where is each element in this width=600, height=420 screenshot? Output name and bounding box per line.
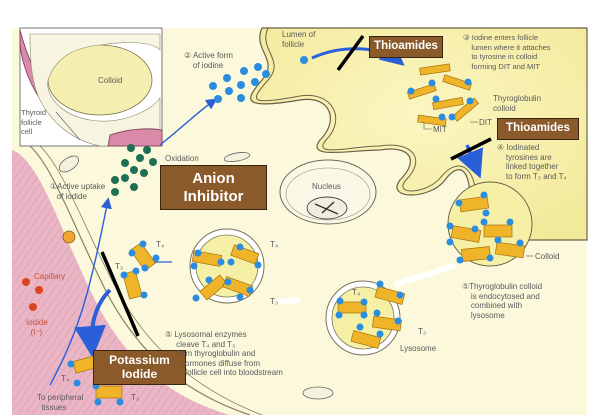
- arrow-uptake: [49, 197, 112, 386]
- arrow-endocytosis: [393, 262, 457, 288]
- t4-label-cytoplasm: T₄: [156, 240, 165, 249]
- thyroglobulin-rods: [407, 63, 480, 127]
- block-line-thioamides-2: [450, 137, 492, 161]
- dit-label: DIT: [479, 118, 492, 127]
- step-4-label: ④ Iodinated tyrosines are linked togethe…: [497, 143, 567, 181]
- nucleus-label: Nucleus: [312, 182, 341, 191]
- nucleus: [279, 159, 377, 225]
- lumen-label: Lumen of follicle: [282, 30, 316, 49]
- lysosome-center-iodine: [190, 243, 262, 302]
- inset-cell-label: Thyroid follicle cell: [21, 108, 47, 136]
- mitochondrion: [58, 152, 334, 400]
- lysosome-right-rods: [337, 286, 406, 349]
- mit-label: MIT: [433, 125, 447, 134]
- lysosome-label: Lysosome: [400, 344, 437, 353]
- t4-label-lysosome-right: T₄: [352, 288, 361, 297]
- t4-label-blood: T₄: [61, 374, 70, 383]
- arrow-oxidation: [159, 98, 218, 146]
- t3-label-blood: T₃: [131, 393, 140, 402]
- mit-pointer: [423, 122, 432, 130]
- block-line-thioamides-1: [336, 34, 365, 72]
- inset-colloid-label: Colloid: [98, 76, 123, 85]
- arrow-secretion: [74, 288, 112, 358]
- iodide-ions-blood: [22, 278, 43, 311]
- capillary-texture: [12, 150, 230, 415]
- block-line-potassium-iodide: [100, 251, 140, 337]
- t3-label-cytoplasm: T₃: [115, 262, 124, 271]
- inset-follicle-cells: [29, 33, 161, 147]
- step-5a-label: ⑤Thyroglobulin colloid is endocytosed an…: [462, 282, 543, 320]
- iodine-on-tyrosine: [407, 78, 474, 121]
- capillary-label: Capillary: [34, 272, 66, 281]
- step-1-label: ①Active uptake of iodide: [50, 182, 106, 201]
- step-2-label: ② Active form of iodine: [184, 51, 233, 70]
- microvilli-border: [255, 27, 477, 201]
- iodide-label: Iodide (I⁻): [26, 318, 48, 337]
- step-5b-label: ⑤ Lysosomal enzymes cleave T₄ and T₃ fro…: [165, 330, 283, 377]
- iodide-transporter: [62, 230, 76, 244]
- oxidation-label: Oxidation: [165, 154, 199, 163]
- colloid-iodine: [446, 191, 524, 264]
- colloid-label: Colloid: [535, 252, 560, 261]
- t3-label-lysosome-right: T₃: [418, 327, 427, 336]
- drug-box-thioamides-iodination: Thioamides: [369, 36, 443, 58]
- active-iodine-cluster: [209, 56, 308, 103]
- drug-box-potassium-iodide: Potassium Iodide: [93, 350, 186, 385]
- inset-cell-pointer: [55, 111, 81, 141]
- t4-label-lysosome-center: T₄: [270, 240, 279, 249]
- t3-label-lysosome-center: T₃: [270, 297, 279, 306]
- peripheral-tissues-label: To peripheral tissues: [37, 393, 84, 412]
- arrow-to-lysosome: [274, 297, 301, 305]
- lysosome-right-iodine: [335, 280, 404, 338]
- drug-box-anion-inhibitor: Anion Inhibitor: [160, 165, 267, 210]
- step-3-label: ③ Iodine enters follicle lumen where it …: [463, 33, 551, 71]
- iodide-cluster: [111, 144, 157, 196]
- drug-box-thioamides-coupling: Thioamides: [497, 118, 579, 140]
- thyroglobulin-colloid-label: Thyroglobulin colloid: [493, 94, 542, 113]
